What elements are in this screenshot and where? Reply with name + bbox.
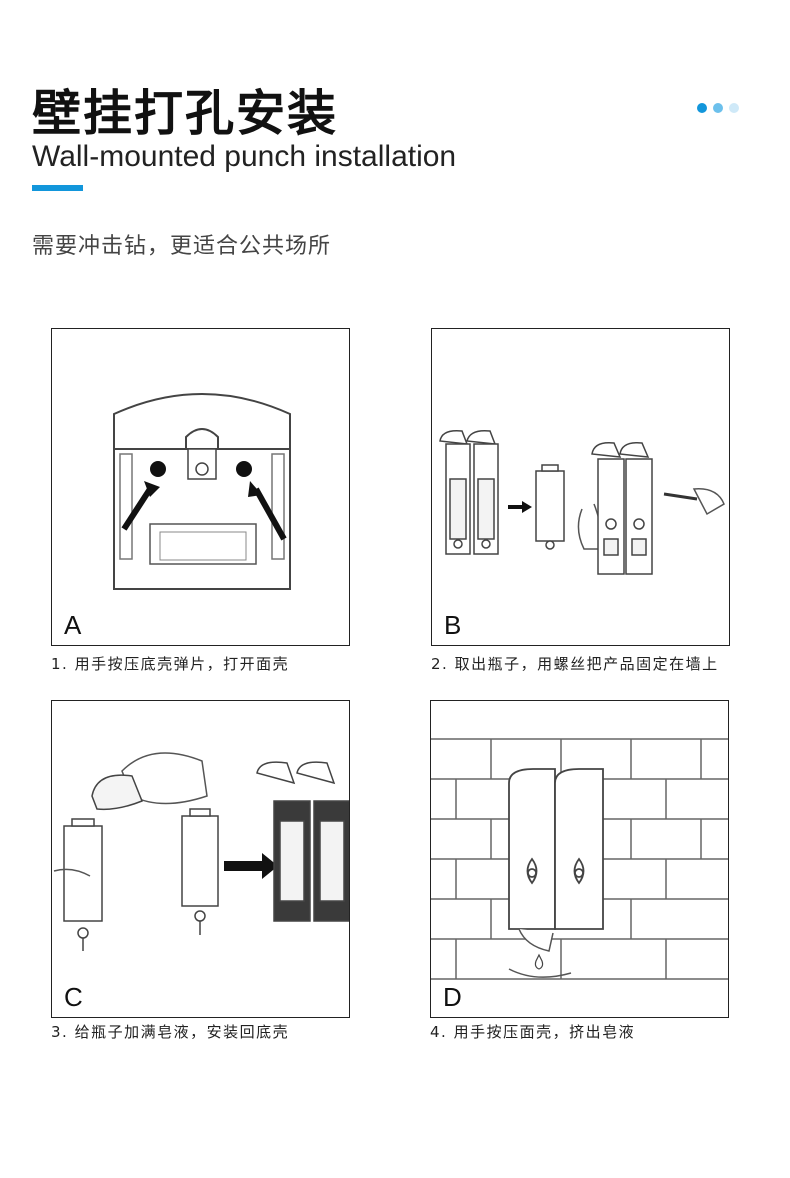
step-c-illustration: C — [51, 700, 350, 1018]
pager-dot — [713, 103, 723, 113]
pager-dots — [697, 103, 739, 113]
page-title: 壁挂打孔安装 — [32, 85, 339, 142]
wall-dispenser-use-drawing — [431, 738, 728, 980]
page-title-english: Wall-mounted punch installation — [32, 140, 457, 173]
page-subtitle: 需要冲击钻，更适合公共场所 — [32, 234, 332, 259]
step-letter: C — [64, 982, 83, 1012]
step-caption: 4. 用手按压面壳，挤出皂液 — [430, 1023, 636, 1041]
bottle-removal-screw-drawing — [439, 429, 725, 575]
accent-bar — [32, 185, 83, 191]
step-letter: D — [443, 982, 462, 1012]
pager-dot — [697, 103, 707, 113]
step-caption: 3. 给瓶子加满皂液，安装回底壳 — [51, 1023, 290, 1041]
step-caption: 2. 取出瓶子，用螺丝把产品固定在墙上 — [431, 655, 719, 673]
step-b-illustration: B — [431, 328, 730, 646]
step-letter: A — [64, 610, 82, 640]
step-a-illustration: A — [51, 328, 350, 646]
step-d-illustration: D — [430, 700, 729, 1018]
dispenser-open-shell-drawing — [113, 393, 291, 590]
pager-dot — [729, 103, 739, 113]
step-caption: 1. 用手按压底壳弹片，打开面壳 — [51, 655, 290, 673]
step-letter: B — [444, 610, 462, 640]
refill-bottle-drawing — [53, 752, 349, 951]
